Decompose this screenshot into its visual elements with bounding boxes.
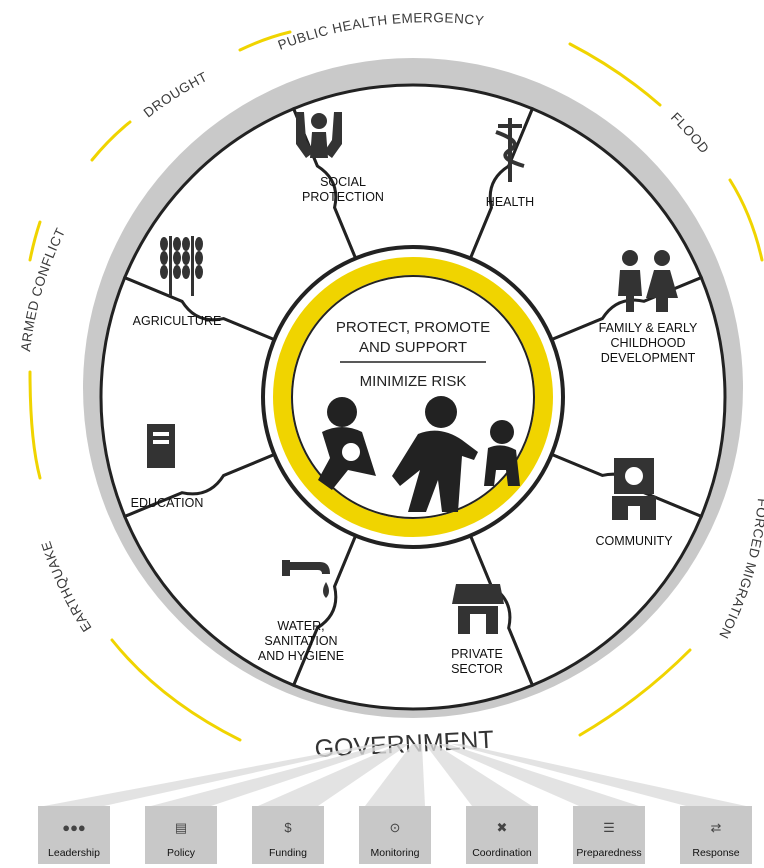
sector-label-line: PROTECTION [302,190,384,204]
tool-tile-policy: ▤ Policy [145,806,217,864]
sector-label-line: HEALTH [486,195,534,209]
tool-label: Leadership [48,847,100,859]
sector-label-line: EDUCATION [131,496,204,510]
sector-label-education: EDUCATION [131,496,204,510]
money-bag-icon: $ [284,820,292,835]
water-tap-icon [282,560,330,598]
hazard-drought: DROUGHT [141,69,210,120]
tool-tile-background [38,806,110,864]
tool-tile-preparedness: ☰ Preparedness [573,806,645,864]
wheat-icon [160,236,203,296]
government-ray [451,744,746,806]
tool-tile-coordination: ✖ Coordination [466,806,538,864]
checklist-icon: ☰ [603,820,615,835]
hazard-migration: FORCED MIGRATION [716,498,764,642]
tool-tile-background [466,806,538,864]
tool-label: Funding [269,847,307,859]
sector-label-line: SANITATION [264,634,337,648]
center-yellow-ring [273,257,553,537]
sector-label-health: HEALTH [486,195,534,209]
tool-tile-funding: $ Funding [252,806,324,864]
sector-label-line: FAMILY & EARLY [599,321,698,335]
hazard-earthquake: EARTHQUAKE [38,539,94,634]
government-ray [151,744,396,806]
arrows-converge-icon: ✖ [497,820,508,835]
hazard-public-health: PUBLIC HEALTH EMERGENCY [276,10,485,53]
tool-tile-leadership: ●●● Leadership [38,806,110,864]
sector-label-line: CHILDHOOD [610,336,685,350]
tool-tile-response: ⇄ Response [680,806,752,864]
center-line-2: AND SUPPORT [359,339,467,356]
tool-tile-background [359,806,431,864]
government-ray [365,744,425,806]
center-line-3: MINIMIZE RISK [360,373,467,390]
sector-label-line: AGRICULTURE [133,314,222,328]
sector-label-line: DEVELOPMENT [601,351,696,365]
hands-holding-person-icon [296,112,342,158]
document-icon: ▤ [175,820,187,835]
sector-label-line: AND HYGIENE [258,649,344,663]
tool-tile-background [680,806,752,864]
sector-label-line: PRIVATE [451,647,503,661]
tool-tile-background [252,806,324,864]
center-line-1: PROTECT, PROMOTE [336,319,490,336]
people-group-icon: ●●● [62,820,86,835]
book-icon [147,424,175,468]
caduceus-icon [495,118,525,182]
government-rays [44,744,746,806]
tool-tile-monitoring: ⊙ Monitoring [359,806,431,864]
hazard-armed-conflict: ARMED CONFLICT [18,225,68,352]
tool-label: Coordination [472,847,532,859]
sector-label-community: COMMUNITY [595,534,673,548]
sector-label-line: SOCIAL [320,175,366,189]
caregivers-and-children-icon [318,396,520,512]
sector-label-agriculture: AGRICULTURE [133,314,222,328]
government-ray [258,744,409,806]
tool-label: Monitoring [370,847,419,859]
storefront-icon [452,584,504,634]
arrows-exchange-icon: ⇄ [711,820,722,835]
sector-label-line: WATER, [277,619,324,633]
magnifier-icon: ⊙ [390,820,401,835]
tool-tile-background [145,806,217,864]
tool-tile-background [573,806,645,864]
tool-label: Policy [167,847,196,859]
community-building-icon [612,458,656,520]
sector-label-line: COMMUNITY [595,534,673,548]
tool-label: Preparedness [576,847,641,859]
government-ray [438,744,639,806]
sector-label-line: SECTOR [451,662,503,676]
center-inner-line [291,275,535,519]
government-ray [44,744,383,806]
family-icon [618,250,678,312]
government-ray [425,744,532,806]
government-tools: ●●● Leadership ▤ Policy $ Funding ⊙ Monitoring ✖… [38,806,752,864]
hazard-arcs [28,30,764,742]
tool-label: Response [692,847,739,859]
hazard-flood: FLOOD [668,109,712,156]
